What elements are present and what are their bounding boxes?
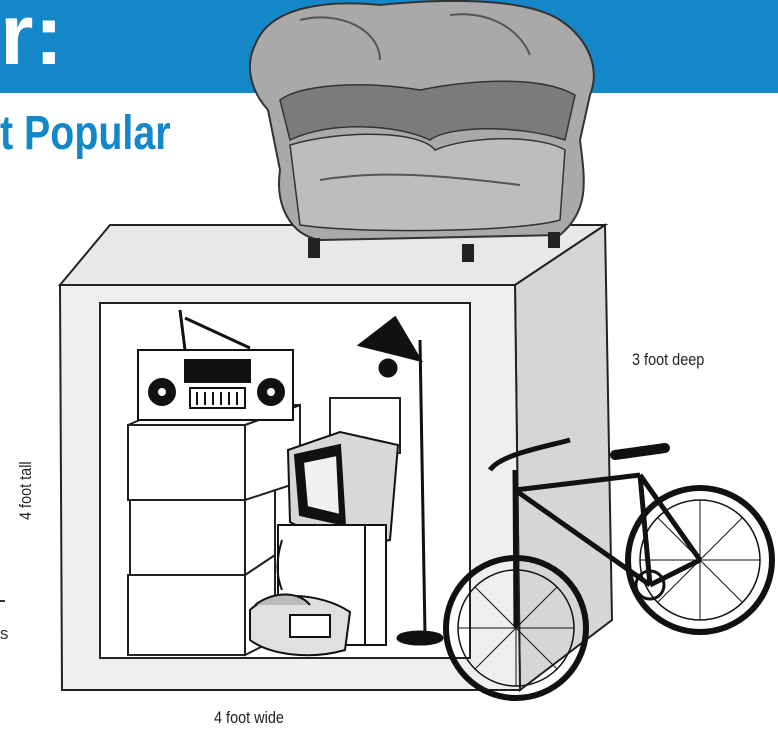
height-label: 4 foot tall — [16, 461, 36, 520]
edge-text-fragment: s — [0, 624, 9, 644]
depth-label: 3 foot deep — [632, 350, 704, 370]
edge-dash — [0, 600, 5, 602]
width-label: 4 foot wide — [214, 708, 284, 728]
armchair-icon — [250, 1, 594, 262]
telephone-icon — [250, 594, 350, 655]
